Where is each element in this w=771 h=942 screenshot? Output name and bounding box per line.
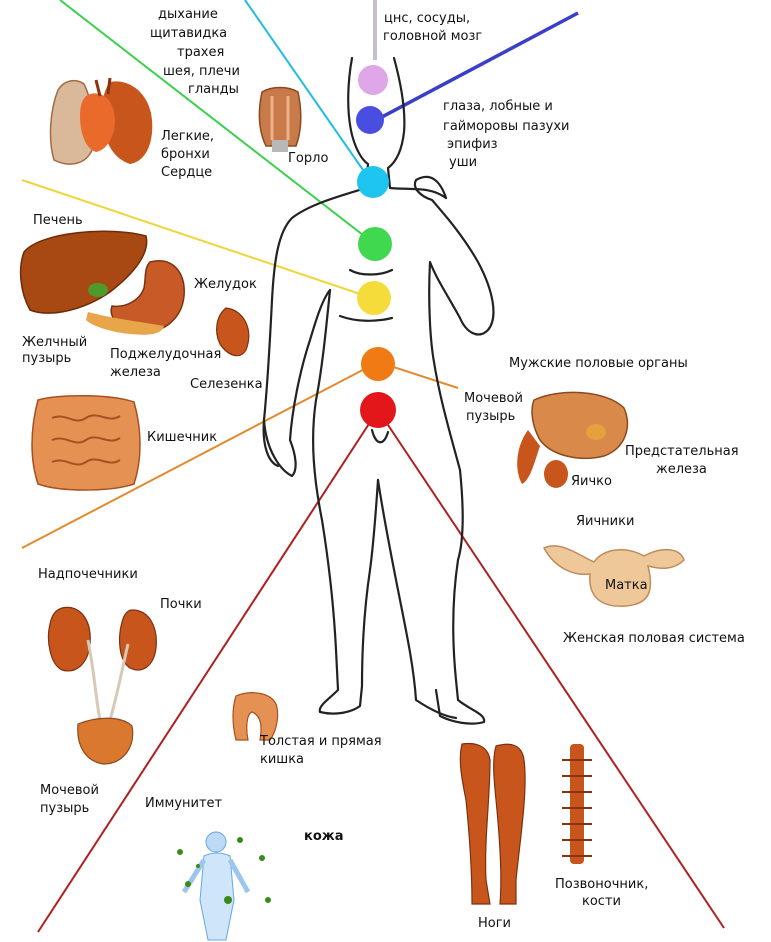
label-heart: Сердце [161,165,213,180]
spleen-illustration [216,307,250,357]
label-skin: кожа [304,829,344,844]
label-throat: Горло [288,151,329,166]
label-uterus: Матка [605,578,648,593]
label-pancreas-1: Поджелудочная [110,347,222,362]
label-colon-2: кишка [260,752,305,767]
liver-illustration [19,230,148,314]
sacral-line-left [21,361,379,549]
root-line-left [37,409,379,933]
label-stomach: Желудок [194,277,257,292]
label-bladder-m-2: пузырь [466,409,516,424]
label-bronchi: бронхи [161,147,210,162]
label-liver: Печень [33,213,83,228]
heart-line [59,0,373,243]
throat-chakra [357,166,389,198]
organ-illustrations [19,77,685,941]
label-intestine: Кишечник [147,430,218,445]
solar-plexus-chakra [357,281,391,315]
lungs-heart-illustration [49,77,153,165]
label-epiphysis: эпифиз [447,137,498,152]
label-testicle: Яичко [571,474,612,489]
throat-line [244,0,371,181]
colon-illustration [232,692,279,741]
label-lungs: Легкие, [161,129,215,144]
gallbladder-illustration [88,283,108,297]
legs-illustration [459,742,526,905]
label-sinuses: гайморовы пазухи [443,119,570,134]
heart-chakra [358,227,392,261]
uterus-illustration [542,545,685,607]
label-kidneys: Почки [160,597,202,612]
label-breathing: дыхание [158,7,218,22]
label-neck-shoulders: шея, плечи [163,64,240,79]
label-spine-2: кости [582,894,621,909]
label-glands: гланды [188,82,239,97]
label-spleen: Селезенка [190,377,263,392]
label-spine-1: Позвоночник, [555,877,649,892]
kidneys-illustration [47,606,157,765]
crown-chakra [358,65,388,95]
third-eye-chakra [356,106,384,134]
pancreas-illustration [86,312,164,335]
intestine-illustration [31,395,141,491]
label-male-organs: Мужские половые органы [509,356,688,371]
label-gallbladder-1: Желчный [22,335,88,350]
label-female-system: Женская половая система [563,631,745,646]
label-eyes: глаза, лобные и [443,99,553,114]
third-eye-line [379,11,579,120]
label-bladder-1: Мочевой [40,783,99,798]
label-ovaries: Яичники [576,514,635,529]
label-ears: уши [449,155,478,170]
label-brain: головной мозг [383,29,483,44]
human-body-outline [262,56,495,725]
connector-lines [21,0,725,933]
root-chakra [360,392,396,428]
sacral-chakra [361,347,395,381]
label-immunity: Иммунитет [145,796,223,811]
thyroid-illustration [258,86,302,152]
label-bladder-2: пузырь [40,801,90,816]
spine-illustration [562,744,592,864]
label-prostate-2: железа [656,462,707,477]
label-pancreas-2: железа [110,365,161,380]
root-line-right [377,409,725,929]
label-legs: Ноги [478,916,512,931]
male-organs-illustration [517,391,629,488]
label-prostate-1: Предстательная [625,444,739,459]
label-gallbladder-2: пузырь [22,351,72,366]
label-trachea: трахея [177,45,225,60]
immunity-figure-illustration [177,831,271,941]
label-cns: цнс, сосуды, [384,11,471,26]
chakra-circles [356,65,396,428]
label-colon-1: Толстая и прямая [260,734,382,749]
solar-line [21,179,373,299]
label-bladder-m-1: Мочевой [464,391,523,406]
label-thyroid: щитавидка [150,26,228,41]
label-adrenals: Надпочечники [38,567,138,582]
